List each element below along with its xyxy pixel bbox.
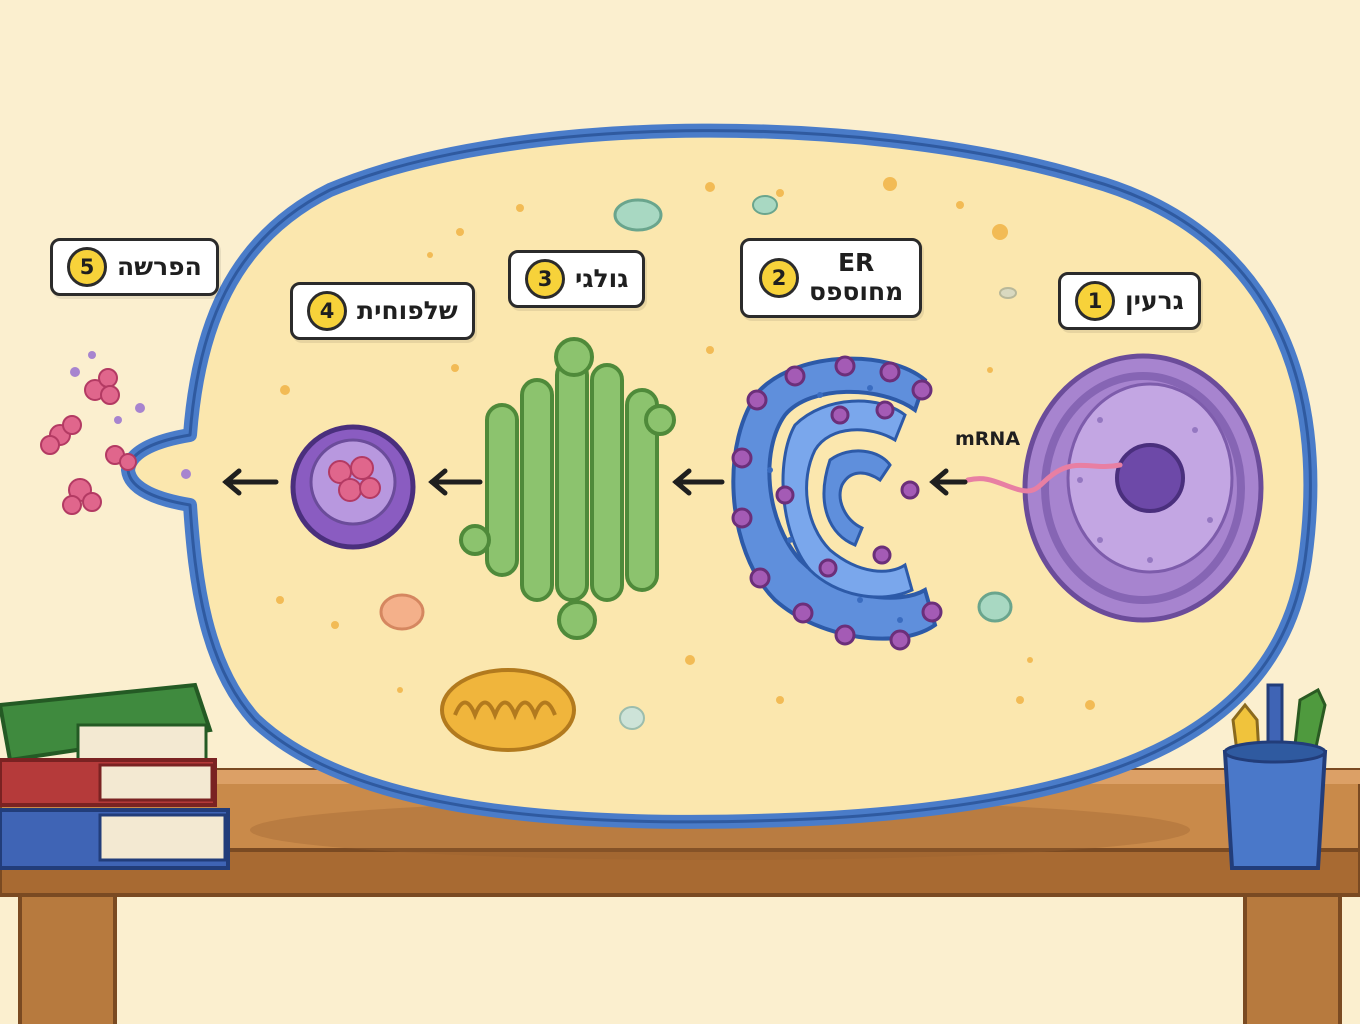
step-number-badge: 1 [1075, 281, 1115, 321]
step-number-badge: 5 [67, 247, 107, 287]
step-label-rough-er: 2 ER מחוספס [740, 238, 922, 318]
step-label-golgi: 3 גולגי [508, 250, 645, 308]
mitochondrion [442, 670, 574, 750]
secretory-vesicle [293, 427, 413, 547]
step-number-badge: 2 [759, 258, 799, 298]
step-label-line: מחוספס [809, 278, 903, 307]
books-icon [0, 685, 228, 868]
pencil-cup-icon [1225, 685, 1325, 868]
step-label-text: ER מחוספס [809, 249, 903, 307]
step-label-text: גרעין [1125, 287, 1184, 316]
step-label-nucleus: 1 גרעין [1058, 272, 1201, 330]
step-label-vesicle: 4 שלפוחית [290, 282, 475, 340]
step-label-text: גולגי [575, 265, 628, 294]
step-number-badge: 4 [307, 291, 347, 331]
step-label-line: ER [838, 249, 874, 278]
step-label-secretion: 5 הפרשה [50, 238, 219, 296]
mrna-label: mRNA [955, 428, 1020, 450]
nucleus [1025, 356, 1261, 620]
step-label-text: הפרשה [117, 253, 202, 282]
step-number-badge: 3 [525, 259, 565, 299]
step-label-text: שלפוחית [357, 297, 458, 326]
